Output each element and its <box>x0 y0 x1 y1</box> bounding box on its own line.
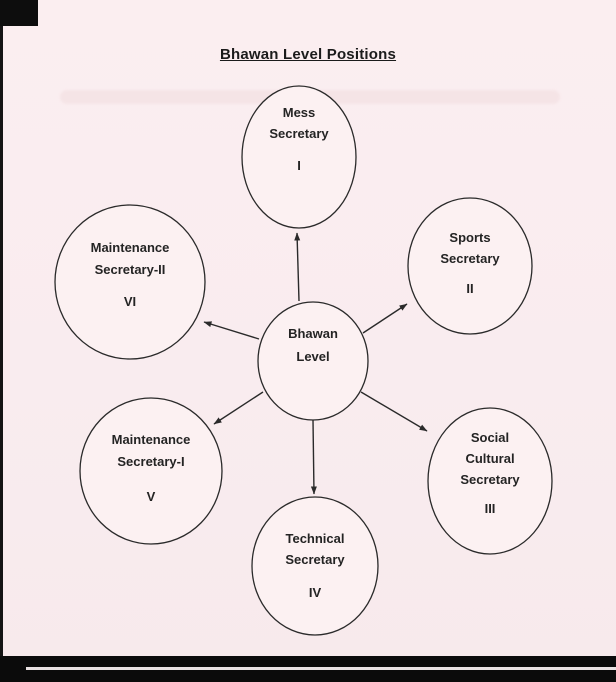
node-mess-secretary-line2: Secretary <box>269 126 329 141</box>
node-bhawan-level-center: Bhawan Level <box>257 301 369 421</box>
node-maintenance-secretary-2: Maintenance Secretary-II VI <box>54 204 206 360</box>
node-maintenance-secretary-2-line2: Secretary-II <box>95 262 166 277</box>
node-technical-secretary-numeral: IV <box>309 585 322 600</box>
node-technical-secretary-shape <box>251 496 379 636</box>
node-social-cultural-secretary-line2: Cultural <box>465 451 514 466</box>
connector-arrows <box>203 232 428 495</box>
node-social-cultural-secretary-line1: Social <box>471 430 509 445</box>
node-sports-secretary-line2: Secretary <box>440 251 500 266</box>
node-sports-secretary-shape <box>407 197 533 335</box>
node-technical-secretary-line2: Secretary <box>285 552 345 567</box>
node-maintenance-secretary-2-numeral: VI <box>124 294 136 309</box>
node-mess-secretary-shape <box>241 85 357 229</box>
node-bhawan-level-line1: Bhawan <box>288 326 338 341</box>
node-social-cultural-secretary-line3: Secretary <box>460 472 520 487</box>
arrow-to-social-cultural-secretary <box>360 391 428 432</box>
scan-artifact-top-left <box>0 0 38 26</box>
node-technical-secretary: Technical Secretary IV <box>251 496 379 636</box>
node-maintenance-secretary-1-shape <box>79 397 223 545</box>
scan-edge-left <box>0 0 3 660</box>
node-social-cultural-secretary-numeral: III <box>485 501 496 516</box>
node-maintenance-secretary-2-shape <box>54 204 206 360</box>
arrow-to-mess-secretary <box>294 232 301 302</box>
node-maintenance-secretary-1: Maintenance Secretary-I V <box>79 397 223 545</box>
node-sports-secretary: Sports Secretary II <box>407 197 533 335</box>
node-bhawan-level-line2: Level <box>296 349 329 364</box>
node-technical-secretary-line1: Technical <box>285 531 344 546</box>
node-social-cultural-secretary: Social Cultural Secretary III <box>427 407 553 555</box>
arrow-to-maintenance-secretary-2 <box>203 321 260 340</box>
node-maintenance-secretary-1-numeral: V <box>147 489 156 504</box>
node-mess-secretary-numeral: I <box>297 158 301 173</box>
node-bhawan-level-shape <box>257 301 369 421</box>
node-social-cultural-secretary-shape <box>427 407 553 555</box>
arrow-to-sports-secretary <box>362 303 408 334</box>
node-maintenance-secretary-1-line1: Maintenance <box>112 432 191 447</box>
arrow-to-technical-secretary <box>310 419 317 495</box>
node-sports-secretary-numeral: II <box>466 281 473 296</box>
node-maintenance-secretary-1-line2: Secretary-I <box>117 454 184 469</box>
node-sports-secretary-line1: Sports <box>449 230 490 245</box>
scan-artifact-bottom-line <box>26 667 616 670</box>
node-maintenance-secretary-2-line1: Maintenance <box>91 240 170 255</box>
diagram-title: Bhawan Level Positions <box>219 46 397 63</box>
scan-artifact-bottom-bar <box>0 656 616 682</box>
node-mess-secretary: Mess Secretary I <box>241 85 357 229</box>
node-mess-secretary-line1: Mess <box>283 105 316 120</box>
arrow-to-maintenance-secretary-1 <box>213 391 264 425</box>
